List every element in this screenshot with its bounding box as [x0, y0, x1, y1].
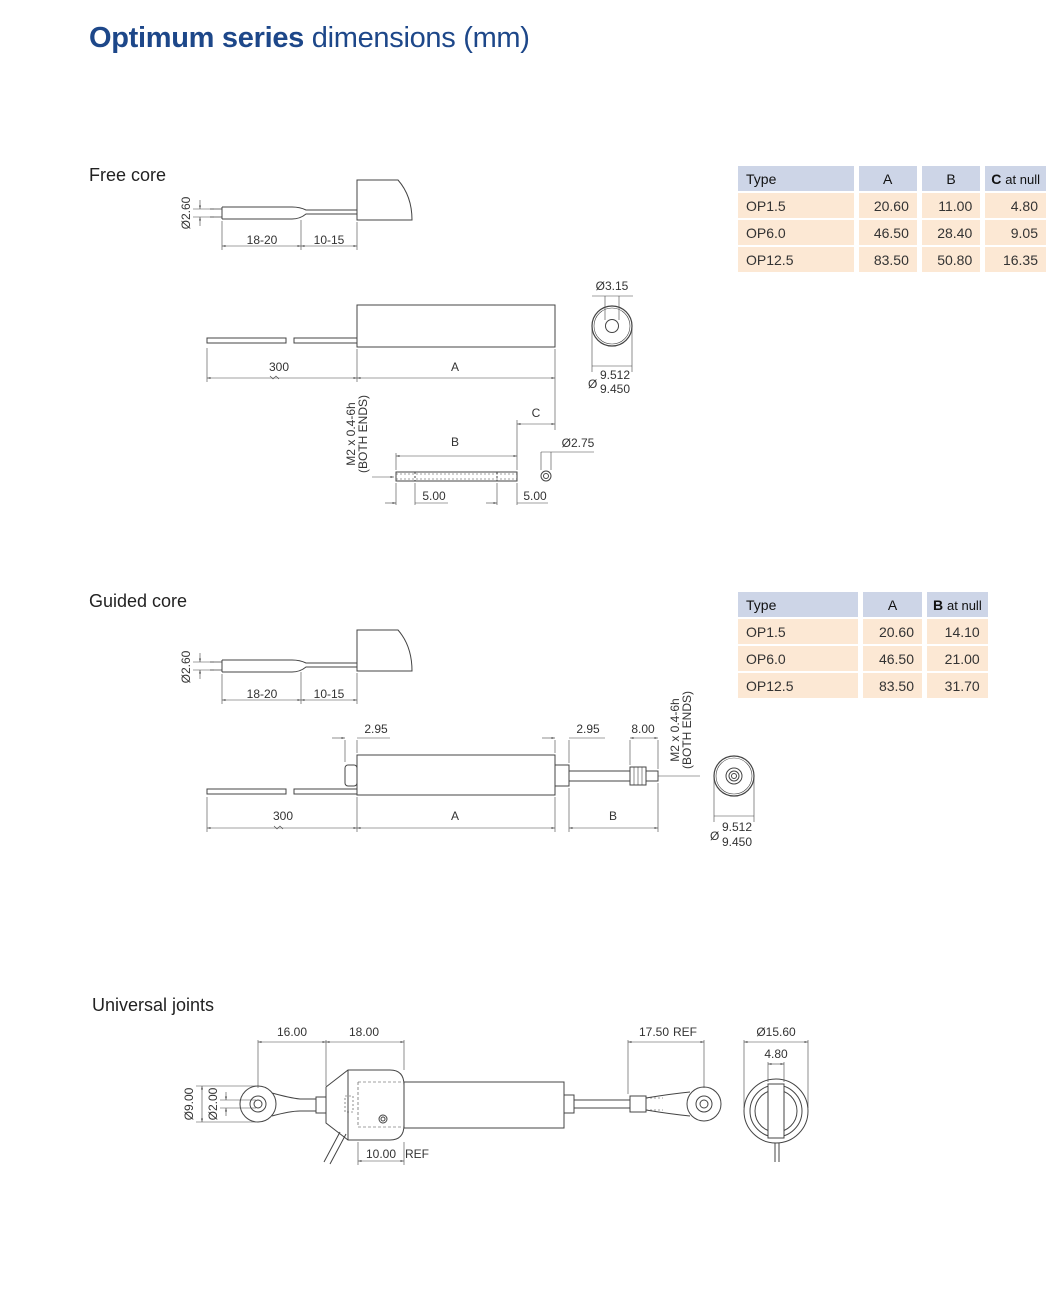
- header-c: C at null: [985, 166, 1046, 191]
- dim-cable-dia: Ø2.60: [179, 650, 193, 683]
- dim-uj-1560: Ø15.60: [756, 1025, 796, 1039]
- cell-a: 46.50: [858, 220, 917, 245]
- dim-uj-1000: 10.00: [366, 1147, 396, 1161]
- cell-b: 11.00: [921, 193, 981, 218]
- title-bold: Optimum series: [89, 22, 304, 54]
- dim-strip-1: 18-20: [247, 233, 278, 247]
- cell-a: 46.50: [863, 646, 922, 671]
- cell-c: 9.05: [985, 220, 1046, 245]
- cell-c: 4.80: [985, 193, 1046, 218]
- table-row: OP12.5 83.50 50.80 16.35: [738, 247, 1046, 272]
- dim-g-rod: 8.00: [631, 722, 655, 736]
- cell-type: OP12.5: [738, 673, 858, 698]
- dim-cable-dia: Ø2.60: [179, 196, 193, 229]
- dim-uj-18: 18.00: [349, 1025, 379, 1039]
- dim-core-b: B: [609, 809, 617, 823]
- dim-strip-2: 10-15: [314, 687, 345, 701]
- dim-dia-sym: Ø: [588, 377, 597, 391]
- guided-core-table: Type A B at null OP1.5 20.60 14.10 OP6.0…: [733, 590, 993, 700]
- header-a: A: [863, 592, 922, 617]
- cell-a: 83.50: [863, 673, 922, 698]
- dim-bore: Ø3.15: [596, 279, 629, 293]
- table-row: OP12.5 83.50 31.70: [738, 673, 988, 698]
- cell-type: OP12.5: [738, 247, 854, 272]
- free-cable-end-detail: [193, 179, 413, 250]
- dim-dia-sym: Ø: [710, 829, 719, 843]
- dim-thread: M2 x 0.4-6h: [668, 698, 682, 761]
- table-row: OP1.5 20.60 14.10: [738, 619, 988, 644]
- dim-thread-len-right: 5.00: [523, 489, 547, 503]
- dim-g-end-left: 2.95: [364, 722, 388, 736]
- dim-both-ends: (BOTH ENDS): [680, 691, 694, 769]
- dim-body-a: A: [451, 360, 459, 374]
- dim-uj-16: 16.00: [277, 1025, 307, 1039]
- dim-od-max: 9.512: [600, 368, 630, 382]
- dim-core-b: B: [451, 435, 459, 449]
- header-type: Type: [738, 166, 854, 191]
- dim-core-c: C: [532, 406, 541, 420]
- dim-uj-200: Ø2.00: [206, 1087, 220, 1120]
- dim-both-ends: (BOTH ENDS): [356, 395, 370, 473]
- dim-cable-len: 300: [269, 360, 289, 374]
- table-header-row: Type A B at null: [738, 592, 988, 617]
- dim-od-min: 9.450: [722, 835, 752, 849]
- page-title: Optimum series dimensions (mm): [89, 22, 530, 55]
- table-row: OP6.0 46.50 28.40 9.05: [738, 220, 1046, 245]
- free-core: [372, 420, 594, 505]
- table-row: OP6.0 46.50 21.00: [738, 646, 988, 671]
- dim-uj-480: 4.80: [764, 1047, 788, 1061]
- cell-b: 21.00: [927, 646, 988, 671]
- table-header-row: Type A B C at null: [738, 166, 1046, 191]
- free-body: [206, 295, 633, 430]
- dim-strip-2: 10-15: [314, 233, 345, 247]
- dim-cable-len: 300: [273, 809, 293, 823]
- cell-type: OP6.0: [738, 220, 854, 245]
- guided-cable-end-detail: [193, 629, 413, 704]
- section-guided-core: Guided core: [89, 591, 188, 611]
- table-row: OP1.5 20.60 11.00 4.80: [738, 193, 1046, 218]
- cell-b: 28.40: [921, 220, 981, 245]
- header-type: Type: [738, 592, 858, 617]
- cell-type: OP1.5: [738, 619, 858, 644]
- cell-c: 16.35: [985, 247, 1046, 272]
- cell-type: OP1.5: [738, 193, 854, 218]
- dim-thread-len-left: 5.00: [422, 489, 446, 503]
- dim-od-max: 9.512: [722, 820, 752, 834]
- header-b-letter: B: [933, 596, 944, 613]
- header-b: B: [921, 166, 981, 191]
- cell-b: 14.10: [927, 619, 988, 644]
- title-light: dimensions (mm): [311, 22, 530, 54]
- cell-type: OP6.0: [738, 646, 858, 671]
- dim-strip-1: 18-20: [247, 687, 278, 701]
- guided-body: [206, 736, 755, 832]
- cell-b: 31.70: [927, 673, 988, 698]
- header-b-suffix: at null: [947, 597, 982, 613]
- cell-a: 83.50: [858, 247, 917, 272]
- dim-ref-bottom: REF: [405, 1147, 429, 1161]
- section-free-core: Free core: [89, 165, 167, 185]
- dim-thread: M2 x 0.4-6h: [344, 402, 358, 465]
- section-universal-joints: Universal joints: [92, 995, 215, 1015]
- free-core-table: Type A B C at null OP1.5 20.60 11.00 4.8…: [733, 164, 1051, 274]
- header-c-letter: C: [991, 170, 1002, 187]
- header-a: A: [858, 166, 917, 191]
- dim-od-min: 9.450: [600, 382, 630, 396]
- cell-b: 50.80: [921, 247, 981, 272]
- dim-ref-top: REF: [673, 1025, 697, 1039]
- dim-uj-1750: 17.50: [639, 1025, 669, 1039]
- dim-uj-900: Ø9.00: [182, 1087, 196, 1120]
- dim-body-a: A: [451, 809, 459, 823]
- universal-joint-assembly: [196, 1040, 809, 1165]
- dim-core-dia: Ø2.75: [562, 436, 595, 450]
- header-b: B at null: [927, 592, 988, 617]
- dim-g-end-right: 2.95: [576, 722, 600, 736]
- cell-a: 20.60: [863, 619, 922, 644]
- cell-a: 20.60: [858, 193, 917, 218]
- header-c-suffix: at null: [1005, 171, 1040, 187]
